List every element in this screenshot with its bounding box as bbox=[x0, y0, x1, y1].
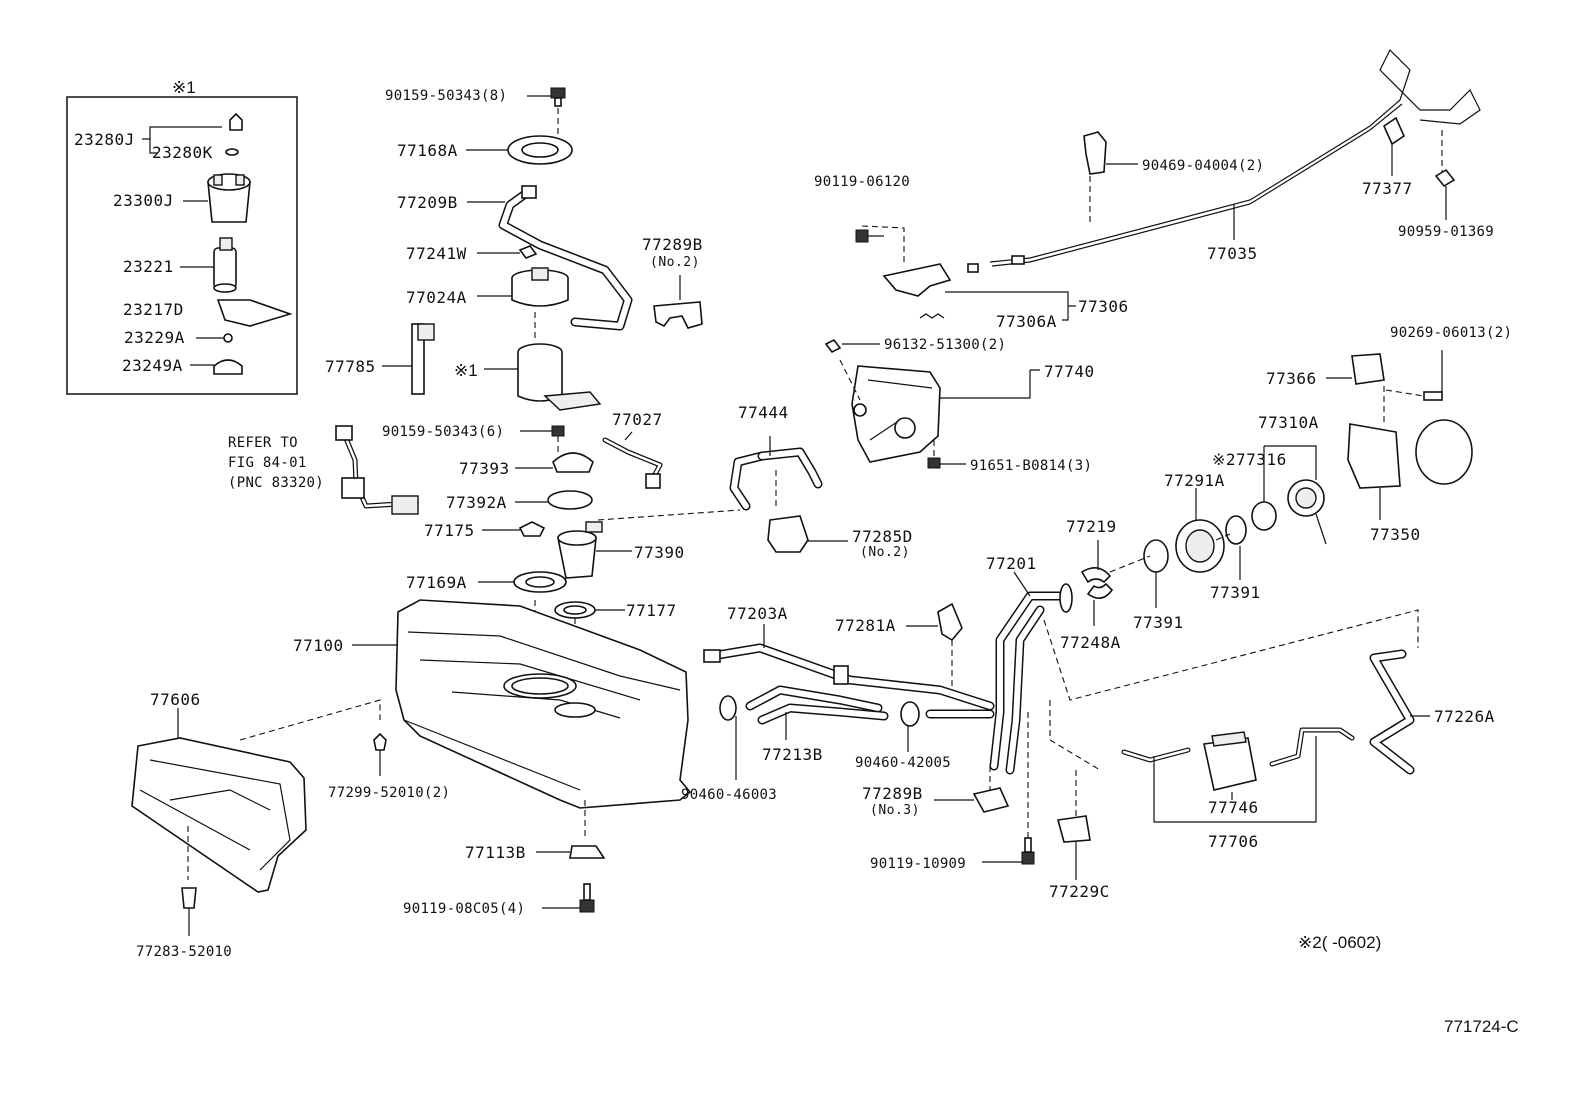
part-label-77175: 77175 bbox=[424, 521, 475, 540]
part-label-90159-50343-6: 90159-50343(6) bbox=[382, 424, 505, 440]
part-label-77706: 77706 bbox=[1208, 832, 1259, 851]
part-label-no2-b: (No.2) bbox=[860, 545, 910, 560]
part-label-23221: 23221 bbox=[123, 257, 174, 276]
part-label-77283-52010: 77283-52010 bbox=[136, 944, 233, 960]
figure-id: 771724-C bbox=[1444, 1017, 1519, 1036]
part-label-77299-52010: 77299-52010(2) bbox=[328, 785, 451, 801]
part-label-23280j: 23280J bbox=[74, 130, 135, 149]
part-label-77377: 77377 bbox=[1362, 179, 1413, 198]
clip-77289b-no2 bbox=[653, 275, 703, 329]
part-label-90269-06013: 90269-06013(2) bbox=[1390, 325, 1513, 341]
hose-77444 bbox=[597, 436, 823, 521]
heat-shield-77606 bbox=[131, 699, 381, 893]
part-label-77100: 77100 bbox=[293, 636, 344, 655]
bolt-90119-10909 bbox=[982, 712, 1035, 865]
part-label-77213b: 77213B bbox=[762, 745, 823, 764]
part-label-77393: 77393 bbox=[459, 459, 510, 478]
part-label-77241w: 77241W bbox=[406, 244, 467, 263]
part-label-77229c: 77229C bbox=[1049, 882, 1110, 901]
part-label-77113b: 77113B bbox=[465, 843, 526, 862]
part-label-77168a: 77168A bbox=[397, 141, 458, 160]
part-label-77391-b: 77391 bbox=[1133, 613, 1184, 632]
part-label-91651-b0814: 91651-B0814(3) bbox=[970, 458, 1093, 474]
part-label-77035: 77035 bbox=[1207, 244, 1258, 263]
part-label-77027: 77027 bbox=[612, 410, 663, 429]
pump-module-ref-label: ※1 bbox=[454, 361, 478, 380]
part-label-77024a: 77024A bbox=[406, 288, 467, 307]
refer-line-1: REFER TO bbox=[228, 435, 298, 451]
part-label-77316: ※277316 bbox=[1212, 450, 1287, 469]
hose-77226a bbox=[1369, 649, 1430, 775]
pump-assembly-stack bbox=[382, 87, 633, 712]
hoses-77203a-77213b bbox=[703, 602, 995, 780]
canister-77740 bbox=[824, 338, 1040, 469]
part-label-77350: 77350 bbox=[1370, 525, 1421, 544]
refer-line-3: (PNC 83320) bbox=[228, 475, 325, 491]
part-label-77390: 77390 bbox=[634, 543, 685, 562]
filler-pipe-77201 bbox=[989, 571, 1419, 775]
part-label-90159-50343-8: 90159-50343(8) bbox=[385, 88, 508, 104]
bracket-77306 bbox=[855, 225, 1076, 321]
part-label-23300j: 23300J bbox=[113, 191, 174, 210]
fuel-tank-77100 bbox=[352, 599, 692, 840]
part-label-90959-01369: 90959-01369 bbox=[1398, 224, 1495, 240]
pump-inset-parts bbox=[142, 112, 293, 375]
part-label-77444: 77444 bbox=[738, 403, 789, 422]
part-label-23280k: 23280K bbox=[152, 143, 213, 162]
clip-77229c bbox=[1056, 770, 1091, 880]
part-label-90469-04004: 90469-04004(2) bbox=[1142, 158, 1265, 174]
wire-77027 bbox=[602, 431, 663, 489]
part-label-77226a: 77226A bbox=[1434, 707, 1495, 726]
bracket-77113b bbox=[536, 845, 606, 913]
part-label-90119-06120: 90119-06120 bbox=[814, 174, 911, 190]
part-label-23249a: 23249A bbox=[122, 356, 183, 375]
part-label-77391-a: 77391 bbox=[1210, 583, 1261, 602]
part-label-77219: 77219 bbox=[1066, 517, 1117, 536]
refer-wiring bbox=[335, 425, 419, 515]
part-label-no3: (No.3) bbox=[870, 803, 920, 818]
part-label-23217d: 23217D bbox=[123, 300, 184, 319]
part-label-77392a: 77392A bbox=[446, 493, 507, 512]
part-label-77248a: 77248A bbox=[1060, 633, 1121, 652]
clip-77283 bbox=[181, 887, 197, 936]
pump-inset-box bbox=[66, 96, 298, 395]
part-label-77289b-no2: 77289B bbox=[642, 235, 703, 254]
clip-77299 bbox=[373, 732, 387, 776]
clip-77289b-no3 bbox=[934, 766, 1010, 813]
refer-line-2: FIG 84-01 bbox=[228, 455, 307, 471]
footnote-2: ※2( -0602) bbox=[1298, 933, 1382, 952]
valve-77746-77706 bbox=[1121, 727, 1355, 823]
cable-77035 bbox=[967, 48, 1481, 273]
part-label-77169a: 77169A bbox=[406, 573, 467, 592]
part-label-77785: 77785 bbox=[325, 357, 376, 376]
part-label-77285d: 77285D bbox=[852, 527, 913, 546]
part-label-77366: 77366 bbox=[1266, 369, 1317, 388]
part-label-77209b: 77209B bbox=[397, 193, 458, 212]
part-label-90119-10909: 90119-10909 bbox=[870, 856, 967, 872]
part-label-77289b-no3: 77289B bbox=[862, 784, 923, 803]
part-label-77306: 77306 bbox=[1078, 297, 1129, 316]
part-label-77740: 77740 bbox=[1044, 362, 1095, 381]
part-label-77177: 77177 bbox=[626, 601, 677, 620]
part-label-77746: 77746 bbox=[1208, 798, 1259, 817]
part-label-77291a: 77291A bbox=[1164, 471, 1225, 490]
part-label-77203a: 77203A bbox=[727, 604, 788, 623]
part-label-77310a: 77310A bbox=[1258, 413, 1319, 432]
part-label-90119-08c05: 90119-08C05(4) bbox=[403, 901, 526, 917]
part-label-77306a: 77306A bbox=[996, 312, 1057, 331]
filler-lid-group bbox=[1080, 350, 1473, 626]
part-label-96132-51300: 96132-51300(2) bbox=[884, 337, 1007, 353]
clip-77285d bbox=[767, 515, 848, 553]
part-label-77281a: 77281A bbox=[835, 616, 896, 635]
part-label-77606: 77606 bbox=[150, 690, 201, 709]
inset-ref-label: ※1 bbox=[172, 78, 196, 97]
part-label-no2-a: (No.2) bbox=[650, 255, 700, 270]
part-label-90460-46003: 90460-46003 bbox=[681, 787, 778, 803]
part-label-77201: 77201 bbox=[986, 554, 1037, 573]
part-label-90460-42005: 90460-42005 bbox=[855, 755, 952, 771]
part-label-23229a: 23229A bbox=[124, 328, 185, 347]
